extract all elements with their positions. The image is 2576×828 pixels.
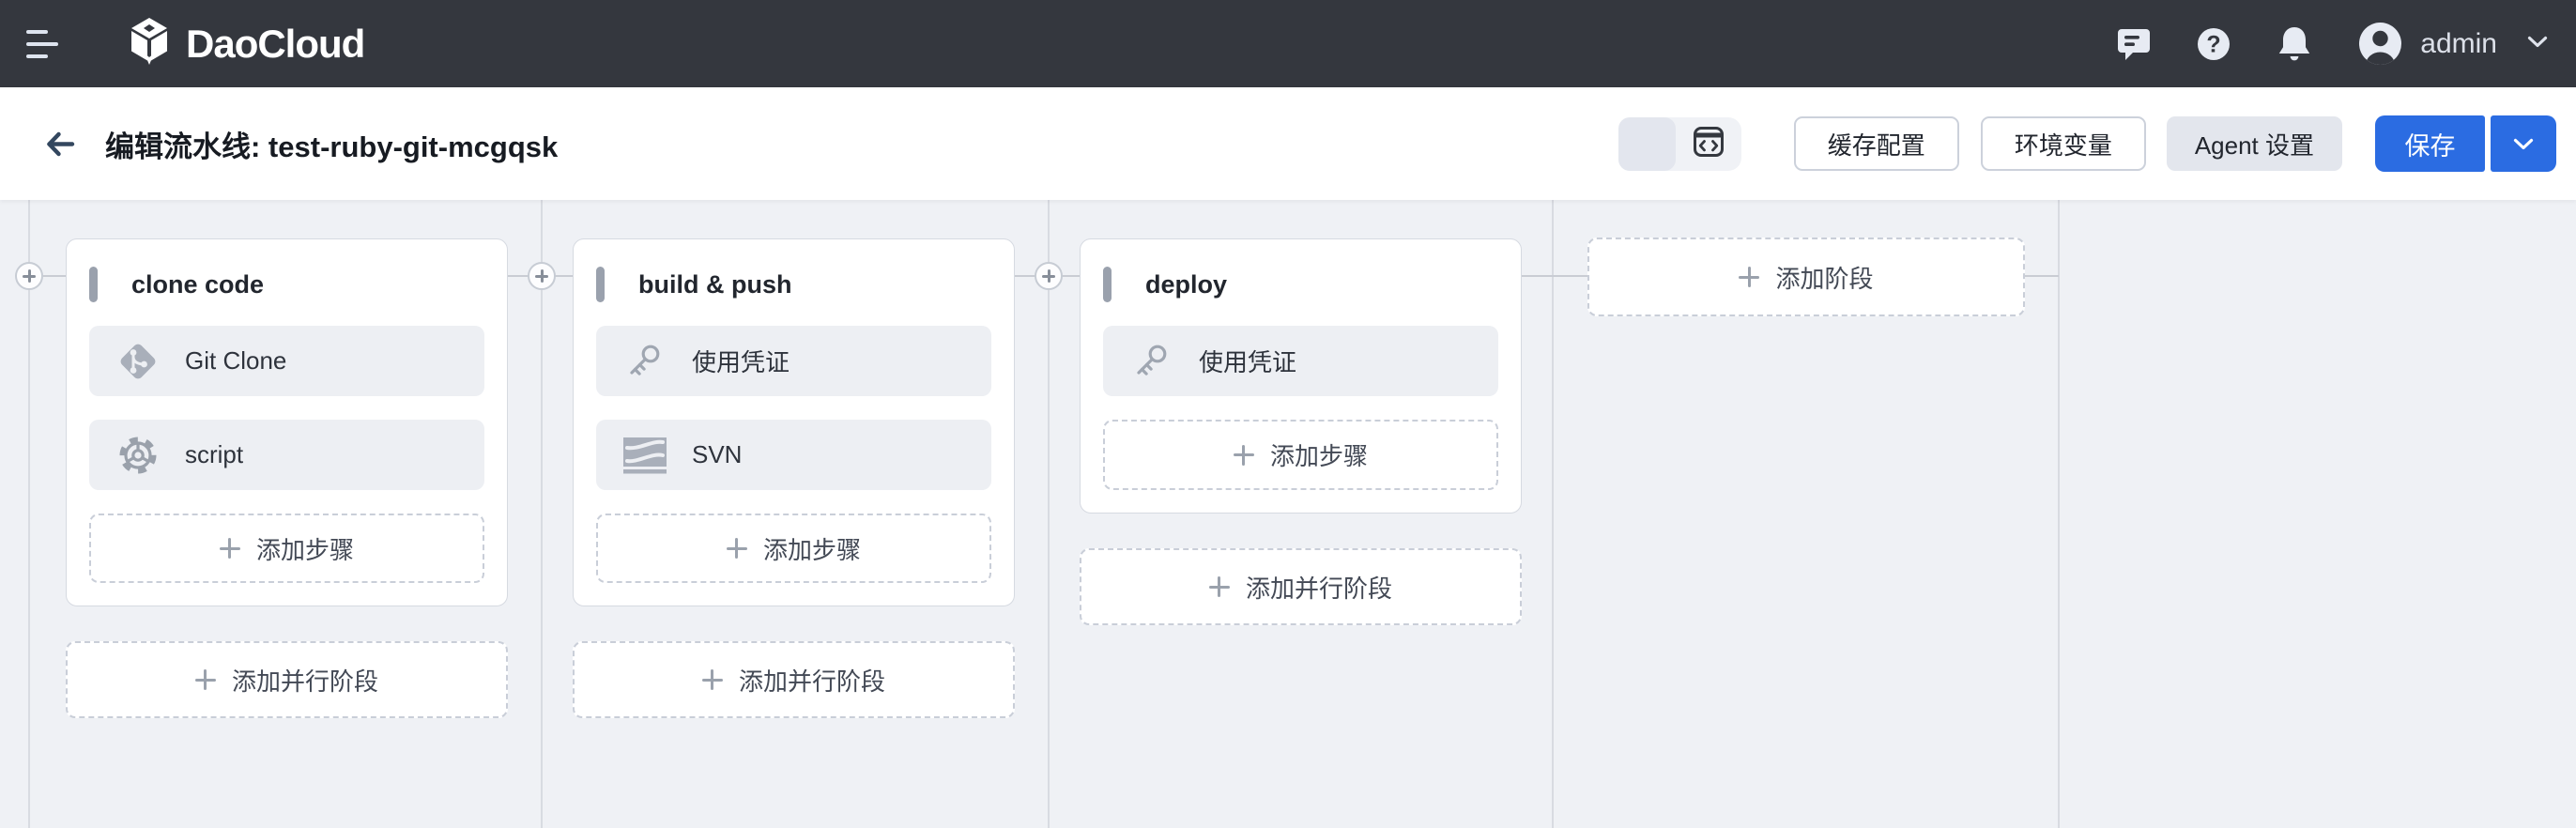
stage-header: clone code (89, 266, 484, 303)
step-label: 使用凭证 (1199, 348, 1297, 376)
bell-icon[interactable] (2276, 24, 2313, 64)
message-icon[interactable] (2116, 25, 2152, 63)
topbar: DaoCloud ? (0, 0, 2576, 87)
graphic-view-segment[interactable] (1618, 116, 1676, 171)
page-header: 编辑流水线: test-ruby-git-mcgqsk 缓存配置 环境变量 Ag… (0, 87, 2576, 200)
stage-bar-icon (89, 267, 98, 302)
chevron-down-icon (2527, 36, 2548, 53)
column-divider (1048, 200, 1050, 828)
stage-title: deploy (1145, 269, 1228, 299)
chevron-down-icon (2513, 138, 2534, 149)
avatar-icon (2357, 21, 2403, 67)
code-view-segment[interactable] (1676, 125, 1741, 163)
plus-icon (219, 538, 240, 559)
plus-icon (726, 538, 747, 559)
back-button[interactable] (41, 125, 79, 162)
insert-stage-plus-button[interactable] (1035, 262, 1063, 290)
header-controls: 缓存配置 环境变量 Agent 设置 保存 (1618, 115, 2556, 172)
svg-text:?: ? (2207, 31, 2221, 57)
daocloud-logo[interactable]: DaoCloud (126, 17, 365, 70)
step-git-clone[interactable]: Git Clone (89, 326, 484, 396)
save-button[interactable]: 保存 (2375, 115, 2485, 172)
stage-card-deploy[interactable]: deploy 使用凭证 添加步骤 (1080, 238, 1522, 514)
git-clone-icon (115, 340, 161, 383)
stage-card-clone-code[interactable]: clone code Git Clone (66, 238, 508, 606)
stage-bar-icon (1103, 267, 1112, 302)
add-step-button[interactable]: 添加步骤 (89, 514, 484, 583)
step-label: script (185, 440, 244, 468)
stage-connector-line (43, 275, 67, 277)
column-divider (2058, 200, 2060, 828)
step-svn[interactable]: SVN (596, 420, 991, 490)
menu-icon[interactable] (26, 28, 60, 60)
step-label: Git Clone (185, 346, 287, 375)
credential-key-icon (1129, 340, 1174, 383)
stage-header: deploy (1103, 266, 1498, 303)
add-parallel-stage-button[interactable]: 添加并行阶段 (573, 641, 1015, 718)
stage-bar-icon (596, 267, 605, 302)
insert-stage-plus-button[interactable] (15, 262, 43, 290)
code-view-icon (1692, 125, 1725, 163)
save-dropdown-button[interactable] (2491, 115, 2556, 172)
stage-card-build-push[interactable]: build & push 使用凭证 (573, 238, 1015, 606)
step-script[interactable]: script (89, 420, 484, 490)
script-gear-icon (115, 434, 161, 477)
user-name: admin (2420, 27, 2497, 59)
stage-title: build & push (638, 269, 792, 299)
step-credential[interactable]: 使用凭证 (1103, 326, 1498, 396)
stage-connector-line (1522, 275, 1587, 277)
agent-settings-button[interactable]: Agent 设置 (2166, 116, 2342, 171)
pipeline-canvas: clone code Git Clone (0, 200, 2576, 828)
add-step-button[interactable]: 添加步骤 (596, 514, 991, 583)
step-credential[interactable]: 使用凭证 (596, 326, 991, 396)
add-stage-button[interactable]: 添加阶段 (1587, 238, 2025, 316)
stage-header: build & push (596, 266, 991, 303)
insert-stage-plus-button[interactable] (528, 262, 556, 290)
add-parallel-stage-button[interactable]: 添加并行阶段 (66, 641, 508, 718)
save-split-button: 保存 (2375, 115, 2556, 172)
credential-key-icon (622, 340, 667, 383)
env-vars-button[interactable]: 环境变量 (1980, 116, 2146, 171)
help-icon[interactable]: ? (2196, 26, 2231, 62)
add-step-button[interactable]: 添加步骤 (1103, 420, 1498, 490)
topbar-actions: ? admin (2116, 21, 2576, 67)
stage-title: clone code (131, 269, 265, 299)
user-menu[interactable]: admin (2357, 21, 2548, 67)
column-divider (28, 200, 30, 828)
cache-config-button[interactable]: 缓存配置 (1793, 116, 1959, 171)
plus-icon (1233, 444, 1254, 466)
page-title: 编辑流水线: test-ruby-git-mcgqsk (105, 130, 559, 163)
stage-connector-line (2025, 275, 2059, 277)
plus-icon (194, 669, 216, 690)
column-divider (1552, 200, 1554, 828)
step-label: SVN (692, 440, 743, 468)
view-mode-toggle[interactable] (1618, 116, 1741, 171)
svn-icon (622, 436, 667, 475)
logo-wordmark: DaoCloud (186, 21, 365, 66)
step-label: 使用凭证 (692, 348, 790, 376)
daocloud-cube-icon (126, 17, 173, 70)
plus-icon (1208, 576, 1230, 597)
add-parallel-stage-button[interactable]: 添加并行阶段 (1080, 548, 1522, 625)
plus-icon (1739, 267, 1760, 287)
column-divider (541, 200, 543, 828)
plus-icon (701, 669, 723, 690)
